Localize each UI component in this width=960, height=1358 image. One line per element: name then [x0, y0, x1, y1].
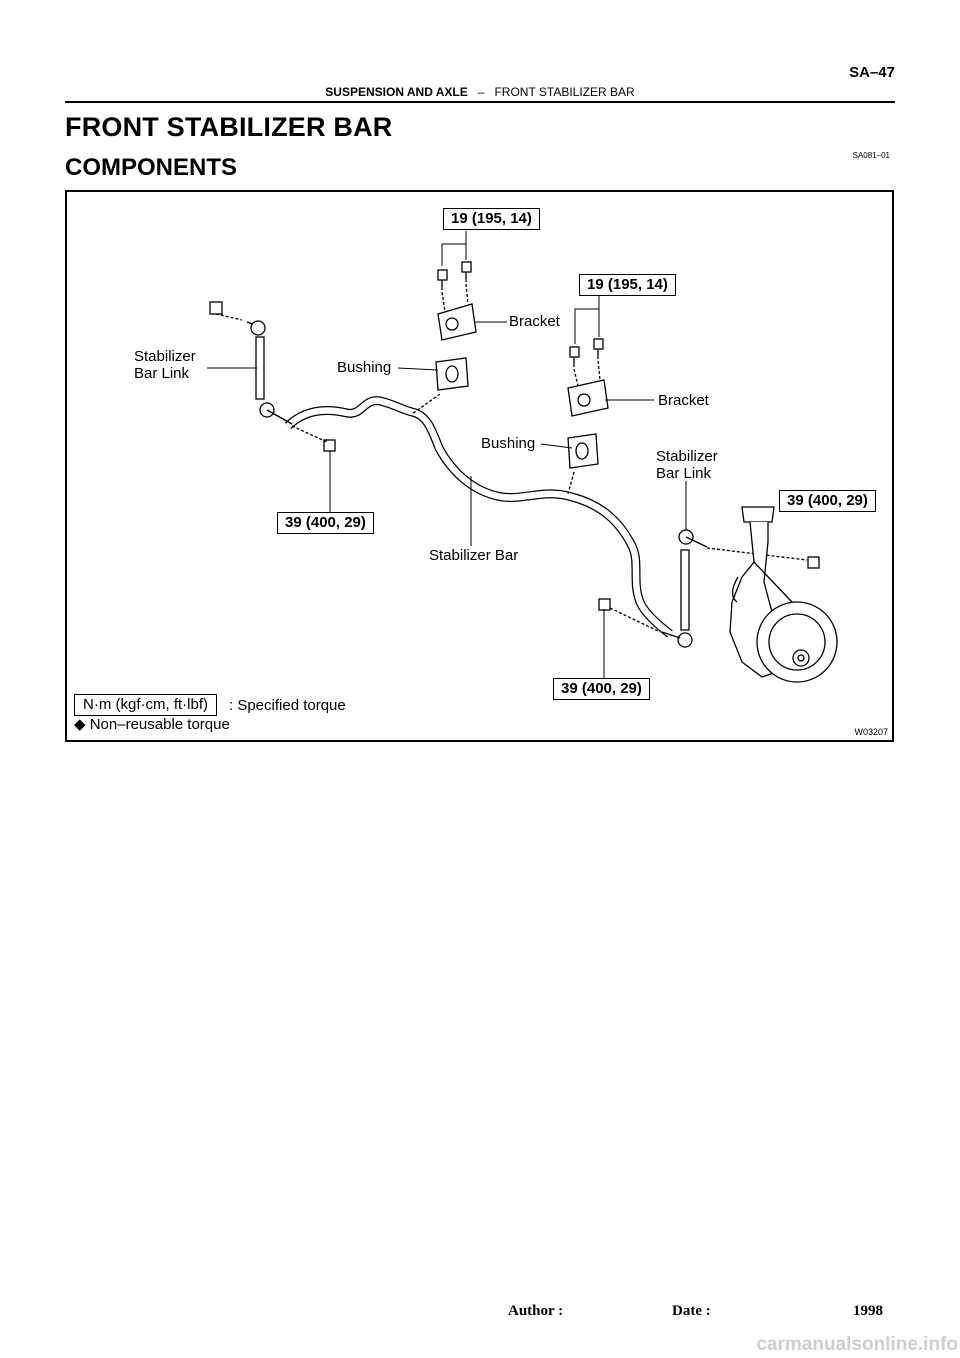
label-stabilizer-bar-link-left: Stabilizer Bar Link [134, 348, 196, 382]
label-bracket-right: Bracket [658, 392, 709, 409]
page-number: SA–47 [849, 64, 895, 81]
running-header: SUSPENSION AND AXLE–FRONT STABILIZER BAR [0, 85, 960, 99]
figure-code: W03207 [854, 727, 888, 737]
torque-link-left-nut: 39 (400, 29) [277, 512, 374, 534]
footer-date-label: Date : [672, 1303, 711, 1319]
torque-link-right-lower-nut: 39 (400, 29) [553, 678, 650, 700]
label-stabilizer-bar-link-right: Stabilizer Bar Link [656, 448, 718, 482]
components-diagram [207, 231, 838, 683]
label-stabilizer-bar: Stabilizer Bar [429, 547, 519, 564]
header-separator: – [477, 85, 485, 99]
nut-shape [209, 301, 223, 315]
footer-year: 1998 [853, 1303, 883, 1319]
torque-bracket-right-bolts: 19 (195, 14) [579, 274, 676, 296]
header-section: SUSPENSION AND AXLE [325, 85, 468, 99]
legend-nonreusable-text: Non–reusable torque [89, 716, 230, 733]
legend-nonreusable: ◆ Non–reusable torque [74, 716, 230, 733]
torque-bracket-left-bolts: 19 (195, 14) [443, 208, 540, 230]
section-title: COMPONENTS [65, 154, 238, 181]
label-bushing-right: Bushing [481, 435, 536, 452]
diamond-icon: ◆ [74, 716, 86, 733]
label-bushing-left: Bushing [337, 359, 392, 376]
torque-link-right-upper-nut: 39 (400, 29) [779, 490, 876, 512]
footer-author-label: Author : [508, 1303, 564, 1319]
header-rule [65, 101, 895, 103]
components-figure: Stabilizer Bar Link Bushing Bracket Brac… [65, 190, 894, 742]
watermark: carmanualsonline.info [756, 1334, 958, 1355]
legend-unit-text: : Specified torque [229, 697, 346, 714]
page-title: FRONT STABILIZER BAR [65, 112, 393, 142]
legend-unit-box: N·m (kgf·cm, ft·lbf) [74, 694, 217, 716]
header-subsection: FRONT STABILIZER BAR [494, 85, 635, 99]
doc-code: SA081–01 [852, 151, 890, 160]
label-bracket-left: Bracket [509, 313, 560, 330]
